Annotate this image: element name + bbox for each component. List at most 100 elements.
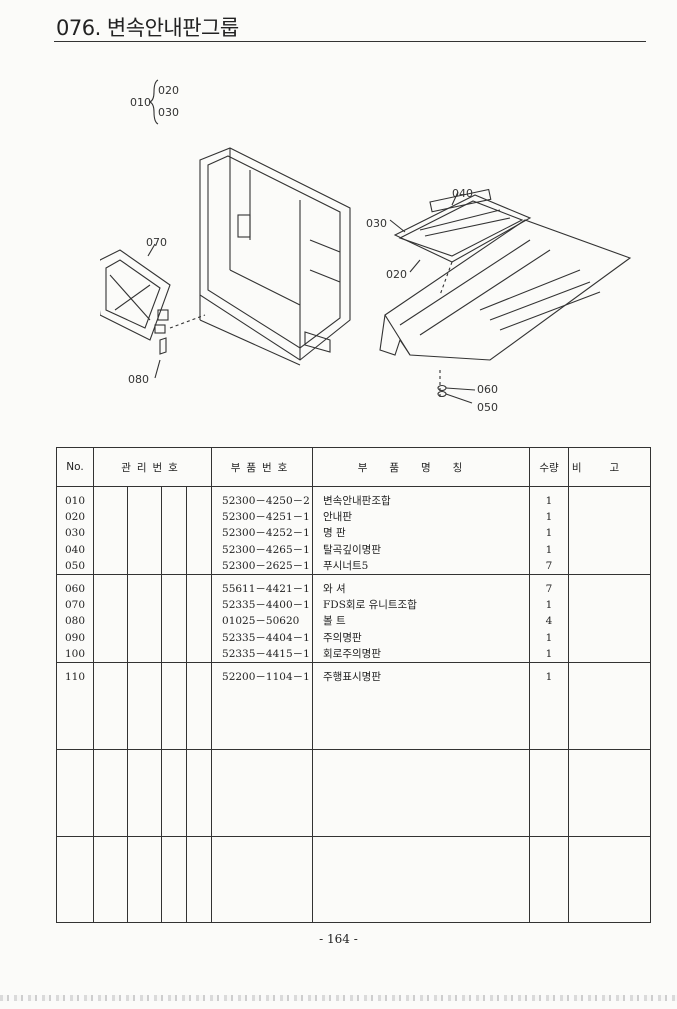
cell-part-number-line: 52300－2625－1 [222, 559, 310, 572]
cell-part-number: 52300－4250－2 52300－4251－1 52300－4252－1 5230… [211, 486, 314, 575]
cell-part-name-line: 주의명판 [323, 631, 362, 644]
cell-quantity-line: 1 [545, 527, 553, 540]
cell-mgmt-2 [127, 661, 162, 750]
scan-edge [0, 995, 677, 1001]
cell-no-line: 090 [65, 631, 86, 644]
cell-part-name-line: 볼 트 [323, 615, 346, 628]
cell-part-number-line: 55611－4421－1 [222, 582, 310, 595]
cell-quantity: 1 [529, 661, 570, 750]
cell-no [56, 748, 94, 837]
header-management-number: 관리번호 [92, 447, 213, 487]
callout-070: 070 [146, 236, 167, 249]
cell-part-name-line: 주행표시명판 [323, 670, 381, 683]
cell-quantity-line: 1 [545, 495, 553, 507]
cell-part-number-line: 52335－4415－1 [222, 647, 310, 660]
cell-remark [568, 748, 652, 837]
cell-quantity [529, 748, 570, 837]
table-row-group [56, 748, 652, 837]
cell-mgmt-2 [127, 573, 162, 663]
cell-mgmt-3 [161, 661, 187, 750]
cell-quantity-line: 7 [545, 559, 553, 572]
callout-030: 030 [366, 217, 387, 230]
header-no: No. [56, 447, 94, 487]
callout-040: 040 [452, 187, 473, 200]
cell-quantity-line: 1 [545, 511, 553, 524]
cell-quantity-line: 1 [545, 670, 553, 683]
title-rule [54, 41, 646, 42]
cell-quantity-line: 1 [545, 543, 553, 556]
cell-part-number-line: 52300－4250－2 [222, 495, 310, 507]
cell-mgmt-1 [93, 748, 128, 837]
cell-quantity-line: 1 [545, 631, 553, 644]
cell-part-name [312, 748, 531, 837]
cell-part-name-line: FDS회로 유니트조합 [323, 599, 417, 612]
guide-plate-drawing [379, 188, 632, 400]
callout-050: 050 [477, 401, 498, 414]
cell-no [56, 835, 94, 923]
cell-mgmt-4 [185, 486, 213, 575]
cell-part-number: 52200－1104－1 [211, 661, 314, 750]
cell-remark [568, 573, 652, 663]
cell-remark [568, 835, 652, 923]
cell-part-name-line: 푸시너트5 [323, 559, 369, 572]
header-part-name: 부품명칭 [312, 447, 531, 487]
cell-quantity-line: 7 [545, 582, 553, 595]
cell-part-name-line: 안내판 [323, 511, 352, 524]
cell-part-number-line: 52300－4252－1 [222, 527, 310, 540]
cell-no-line: 010 [65, 495, 86, 507]
callout-080: 080 [128, 373, 149, 386]
exploded-parts-diagram: 020 010 030 040 030 020 070 080 060 050 [100, 79, 632, 414]
callout-060: 060 [477, 383, 498, 396]
cell-mgmt-2 [127, 486, 162, 575]
callout-020-top: 020 [158, 84, 179, 97]
cell-quantity [529, 835, 570, 923]
frame-drawing [199, 147, 351, 366]
page-title: 076. 변속안내판그룹 [56, 16, 239, 40]
cell-no-line: 020 [65, 511, 86, 524]
cell-mgmt-1 [93, 573, 128, 663]
cell-no-line: 050 [65, 559, 86, 572]
header-quantity: 수량 [529, 447, 570, 487]
cell-part-number-line: 52300－4251－1 [222, 511, 310, 524]
cell-quantity-line: 1 [545, 647, 553, 660]
cell-part-name-line: 회로주의명판 [323, 647, 381, 660]
fds-unit-drawing [100, 249, 206, 355]
cell-part-number-line: 52335－4400－1 [222, 599, 310, 612]
header-part-number: 부품번호 [211, 447, 314, 487]
cell-part-number-line: 52300－4265－1 [222, 543, 310, 556]
cell-part-name [312, 835, 531, 923]
table-header-row: No. 관리번호 부품번호 부품명칭 수량 비고 [56, 447, 652, 487]
cell-no-line: 070 [65, 599, 86, 612]
cell-mgmt-3 [161, 835, 187, 923]
cell-quantity-line: 1 [545, 599, 553, 612]
cell-part-name: 주행표시명판 [312, 661, 531, 750]
cell-remark [568, 486, 652, 575]
header-remark: 비고 [568, 447, 652, 487]
cell-mgmt-1 [93, 835, 128, 923]
callout-020: 020 [386, 268, 407, 281]
cell-part-number: 55611－4421－1 52335－4400－1 01025－50620 52335… [211, 573, 314, 663]
cell-mgmt-3 [161, 748, 187, 837]
cell-part-number [211, 748, 314, 837]
cell-mgmt-2 [127, 748, 162, 837]
cell-part-number-line: 52200－1104－1 [222, 670, 310, 683]
callout-030-top: 030 [158, 106, 179, 119]
cell-mgmt-4 [185, 661, 213, 750]
cell-mgmt-3 [161, 486, 187, 575]
cell-mgmt-4 [185, 835, 213, 923]
cell-part-number-line: 01025－50620 [222, 615, 300, 628]
cell-part-name-line: 변속안내판조합 [323, 495, 391, 507]
cell-mgmt-1 [93, 486, 128, 575]
table-row-group [56, 835, 652, 923]
cell-remark [568, 661, 652, 750]
cell-mgmt-1 [93, 661, 128, 750]
cell-mgmt-3 [161, 573, 187, 663]
cell-part-number-line: 52335－4404－1 [222, 631, 310, 644]
cell-mgmt-2 [127, 835, 162, 923]
